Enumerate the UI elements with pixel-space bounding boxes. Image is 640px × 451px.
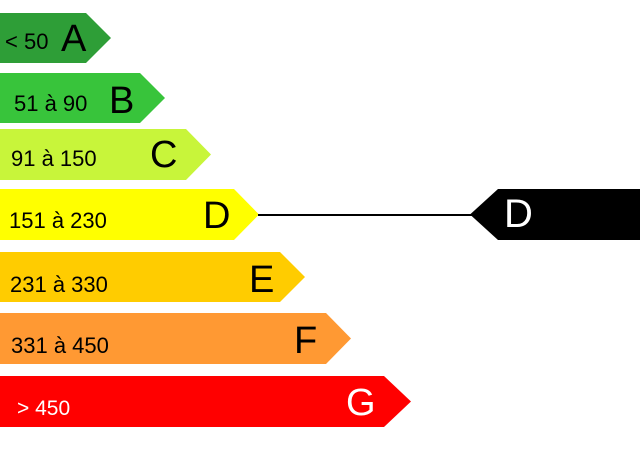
rating-bar-c: 91 à 150 C bbox=[0, 129, 212, 180]
bar-e-range: 231 à 330 bbox=[10, 272, 108, 297]
bar-e-letter: E bbox=[249, 259, 275, 301]
indicator-letter: D bbox=[504, 192, 533, 236]
rating-bar-g: > 450 G bbox=[0, 376, 412, 427]
bar-g-range: > 450 bbox=[17, 397, 71, 420]
bar-b-range: 51 à 90 bbox=[14, 91, 88, 116]
rating-bar-a: < 50 A bbox=[0, 13, 112, 63]
bar-c-letter: C bbox=[150, 134, 178, 176]
bar-f-letter: F bbox=[294, 320, 318, 362]
rating-bar-e: 231 à 330 E bbox=[0, 252, 306, 302]
bar-d-letter: D bbox=[203, 195, 231, 237]
rating-bar-d: 151 à 230 D bbox=[0, 189, 260, 240]
connector-line bbox=[258, 214, 472, 216]
bar-e-shape bbox=[0, 252, 305, 302]
bar-g-shape bbox=[0, 376, 411, 427]
bar-f-range: 331 à 450 bbox=[11, 333, 109, 358]
bar-f-shape bbox=[0, 313, 351, 364]
bar-d-range: 151 à 230 bbox=[9, 208, 107, 233]
bar-a-letter: A bbox=[61, 18, 87, 60]
bar-b-shape bbox=[0, 73, 165, 123]
current-rating-indicator: D bbox=[470, 189, 640, 240]
bar-b-letter: B bbox=[109, 80, 135, 122]
bar-g-letter: G bbox=[346, 382, 376, 424]
bar-a-range: < 50 bbox=[5, 29, 49, 54]
indicator-shape bbox=[470, 189, 640, 240]
rating-bar-f: 331 à 450 F bbox=[0, 313, 352, 364]
bar-c-shape bbox=[0, 129, 211, 180]
rating-bar-b: 51 à 90 B bbox=[0, 73, 166, 123]
bar-c-range: 91 à 150 bbox=[11, 146, 97, 171]
bar-d-shape bbox=[0, 189, 259, 240]
bar-a-shape bbox=[0, 13, 111, 63]
